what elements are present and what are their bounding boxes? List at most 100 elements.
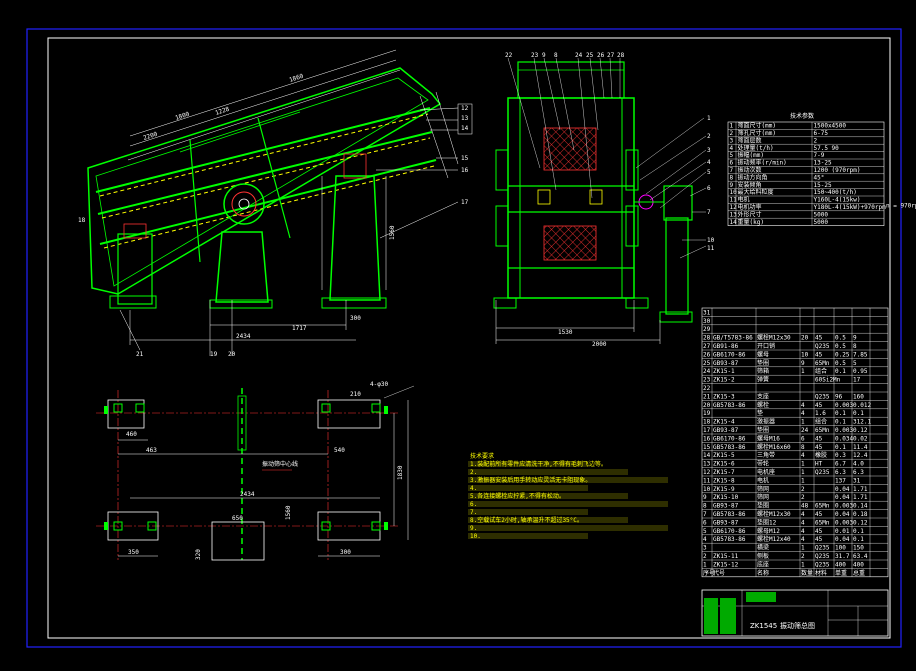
- parts-list-cell: 0.012: [853, 402, 871, 409]
- parts-list-cell: Q235: [815, 561, 830, 568]
- note-line: 7.: [470, 509, 477, 516]
- parts-list-cell: 96: [835, 393, 843, 400]
- parts-list-cell: GB5783-86: [713, 402, 746, 409]
- parts-list-cell: GB91-86: [713, 343, 739, 350]
- parts-list-cell: 24: [801, 427, 809, 434]
- parts-list-cell: 1: [801, 561, 805, 568]
- spec-table-cell: 45°: [814, 174, 825, 181]
- parts-list-cell: 45: [815, 435, 823, 442]
- svg-text:10: 10: [707, 237, 715, 244]
- svg-text:27: 27: [607, 52, 615, 59]
- spec-note: n = 970rpm: [886, 202, 916, 209]
- parts-list-cell: 0.1: [853, 536, 864, 543]
- dim-upper-b: 1228: [214, 106, 230, 117]
- parts-list-cell: 0.003: [835, 427, 853, 434]
- spec-table-cell: 5000: [814, 219, 829, 226]
- parts-list-cell: 3: [703, 545, 707, 552]
- parts-list-cell: ZK15-6: [713, 461, 735, 468]
- parts-list-cell: 组合: [815, 418, 827, 426]
- svg-text:19: 19: [210, 351, 218, 358]
- parts-list-cell: 25: [703, 360, 711, 367]
- parts-list-cell: Q235: [815, 545, 830, 552]
- parts-list-cell: 6: [801, 435, 805, 442]
- note-line: 10.: [470, 533, 481, 540]
- parts-list-cell: 100: [835, 545, 846, 552]
- lower-screen-mesh: [543, 225, 597, 261]
- svg-text:23: 23: [531, 52, 539, 59]
- parts-list-cell: 1: [801, 545, 805, 552]
- parts-list-cell: 横梁: [757, 544, 769, 552]
- svg-text:14: 14: [461, 125, 469, 132]
- svg-text:21: 21: [136, 351, 144, 358]
- plan-center-label: 振动筛中心线: [262, 460, 298, 468]
- dim-left-len: 2200: [142, 131, 158, 142]
- plan-dim-far-right: 1830: [397, 465, 404, 480]
- spec-table-cell: Y160L-4(15kw): [814, 197, 861, 204]
- plan-dim-top-b: 210: [350, 391, 361, 398]
- spec-table-cell: 7: [730, 167, 734, 174]
- parts-list-header: 数量: [801, 569, 813, 577]
- parts-list-cell: 15: [703, 444, 711, 451]
- svg-text:17: 17: [461, 199, 469, 206]
- parts-list-cell: 45: [815, 402, 823, 409]
- parts-list-cell: 橡胶: [815, 451, 827, 459]
- parts-list-cell: 0.5: [835, 343, 846, 350]
- parts-list-header: 序号: [703, 569, 715, 577]
- svg-text:4: 4: [707, 159, 711, 166]
- parts-list-cell: GB93-87: [713, 427, 739, 434]
- spec-table-cell: 7-9: [814, 152, 825, 159]
- parts-list-cell: 1: [801, 477, 805, 484]
- parts-list-cell: ZK15-2: [713, 377, 735, 384]
- parts-list-cell: GB5783-86: [713, 444, 746, 451]
- dim-right-h: 1560: [389, 225, 396, 240]
- plan-dim-mid-a: 463: [146, 447, 157, 454]
- plan-leader-label: 4-φ30: [370, 381, 388, 388]
- spec-table-cell: 10: [730, 189, 738, 196]
- parts-list-cell: 0.95: [853, 368, 868, 375]
- notes-title: 技术要求: [470, 452, 494, 460]
- parts-list-cell: 螺栓: [757, 401, 769, 409]
- spec-table-cell: 电机: [738, 196, 750, 204]
- parts-list-cell: 10: [801, 351, 809, 358]
- parts-list-cell: GB93-87: [713, 503, 739, 510]
- svg-text:11: 11: [707, 245, 715, 252]
- svg-text:24: 24: [575, 52, 583, 59]
- title-block-subtitle: 振动筛总图: [780, 621, 815, 630]
- parts-list-cell: 垫圈12: [757, 518, 777, 526]
- side-elevation-view: 1860 1800 1228 2200 1717 2434 300 1560 1…: [78, 49, 473, 358]
- parts-list-cell: 4: [703, 536, 707, 543]
- parts-list-cell: 螺栓M12x40: [757, 535, 791, 543]
- parts-list-cell: 0.04: [835, 511, 850, 518]
- parts-list-cell: 400: [835, 561, 846, 568]
- parts-list-cell: 筛箱: [757, 367, 769, 375]
- parts-list-cell: 48: [801, 503, 809, 510]
- svg-text:2: 2: [707, 133, 711, 140]
- parts-list-cell: 4: [801, 511, 805, 518]
- spec-table-cell: 13: [730, 211, 738, 218]
- parts-list-cell: 60Si2Mn: [815, 377, 841, 384]
- parts-list-cell: 12: [703, 469, 711, 476]
- svg-text:25: 25: [586, 52, 594, 59]
- parts-list-cell: 支座: [757, 392, 769, 400]
- spec-table-cell: 5000: [814, 211, 829, 218]
- parts-list-cell: 31: [703, 309, 711, 316]
- parts-list-cell: 0.18: [853, 511, 868, 518]
- spec-table-cell: 14: [730, 219, 738, 226]
- svg-text:15: 15: [461, 155, 469, 162]
- spec-table-cell: 筛面层数: [738, 136, 762, 144]
- spec-table-cell: 3: [730, 137, 734, 144]
- parts-list-cell: 螺母: [757, 350, 769, 358]
- parts-list-cell: 27: [703, 343, 711, 350]
- svg-text:13: 13: [461, 115, 469, 122]
- parts-list-cell: 10: [703, 486, 711, 493]
- parts-list-cell: 26: [703, 351, 711, 358]
- parts-list-cell: HT: [815, 461, 823, 468]
- spec-table-cell: 振动次数: [738, 166, 762, 174]
- svg-text:7: 7: [707, 209, 711, 216]
- parts-list-cell: 20: [703, 402, 711, 409]
- parts-list-cell: 12.4: [853, 452, 868, 459]
- parts-list-cell: 5: [703, 528, 707, 535]
- spec-table-cell: 6-75: [814, 130, 829, 137]
